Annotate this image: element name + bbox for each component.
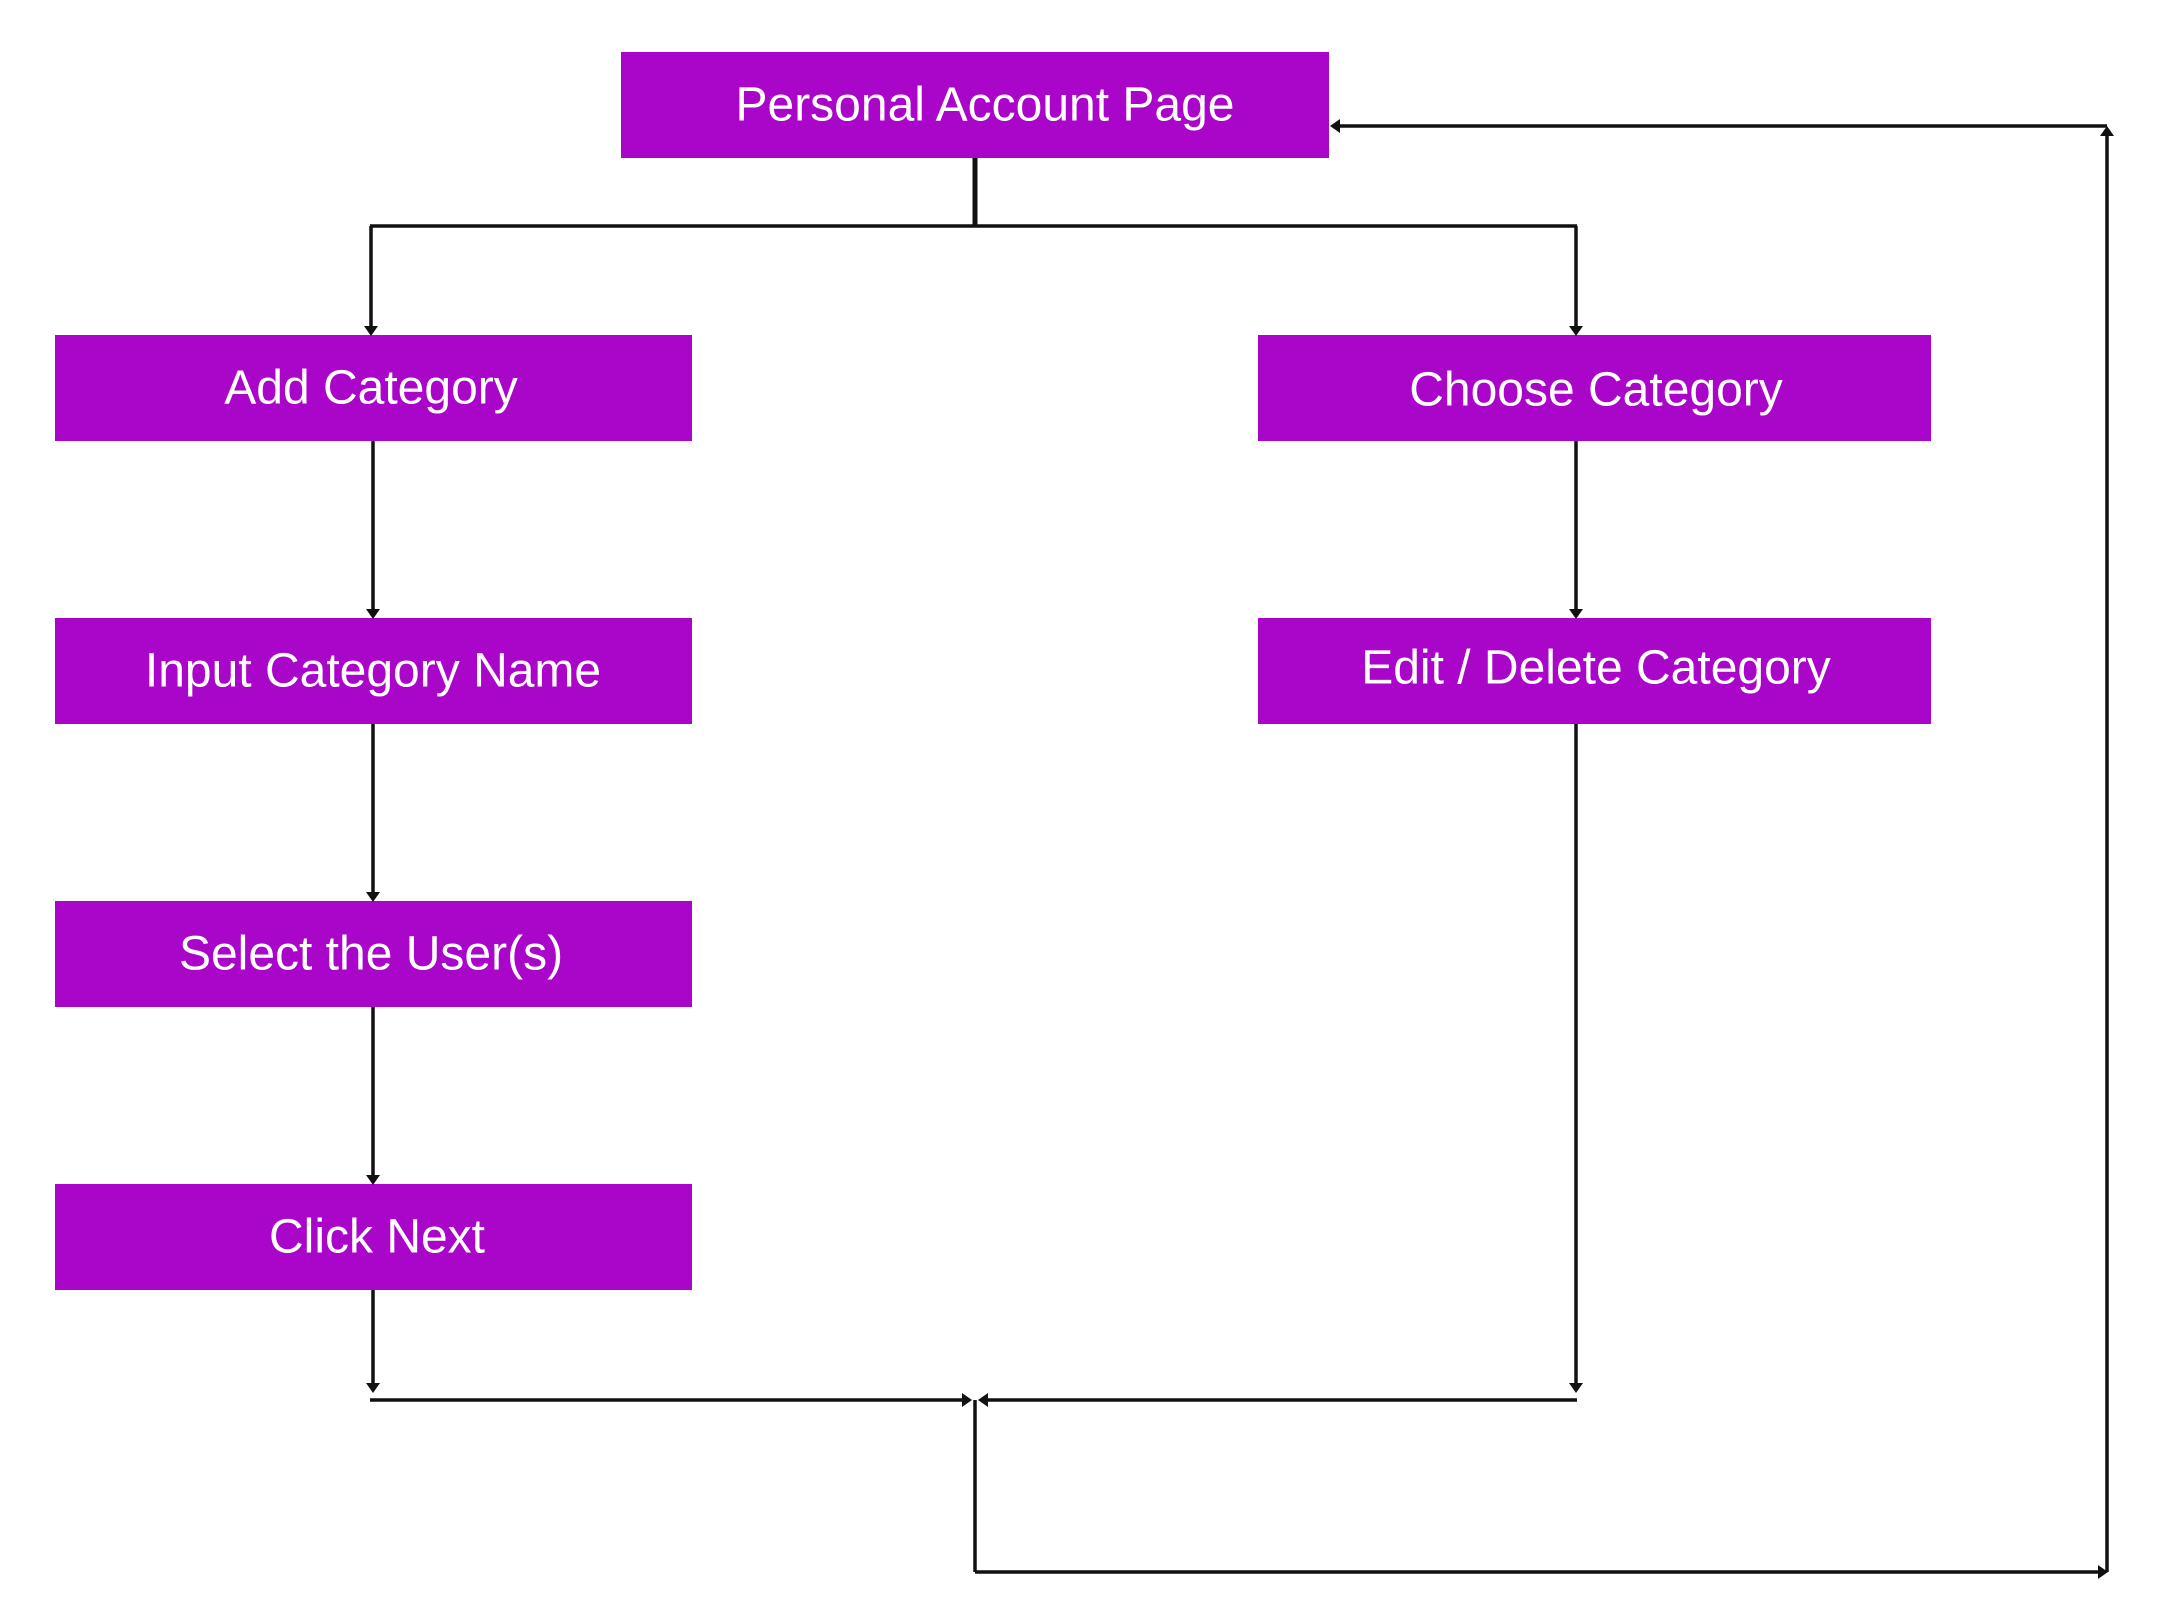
arrowhead-click-next-down: [366, 1383, 380, 1393]
node-edit-delete-category: Edit / Delete Category: [1258, 618, 1931, 724]
arrowhead-loop-up: [2100, 126, 2114, 136]
connector-top-split: [364, 158, 1583, 336]
arrowhead-loop-bottom-right: [2098, 1565, 2108, 1579]
node-personal-account-page: Personal Account Page: [621, 52, 1329, 158]
arrowhead-to-choose-category: [1569, 326, 1583, 336]
node-personal-account-page-label: Personal Account Page: [735, 79, 1234, 132]
node-select-users: Select the User(s): [55, 901, 692, 1007]
arrowhead-to-add-category: [364, 326, 378, 336]
arrowhead-merge-left: [962, 1393, 972, 1407]
connector-left-column: [366, 441, 380, 1393]
arrowhead-to-personal-account-page: [1330, 119, 1340, 133]
node-add-category: Add Category: [55, 335, 692, 441]
node-choose-category-label: Choose Category: [1409, 364, 1783, 417]
node-input-category-name-label: Input Category Name: [145, 645, 601, 698]
connector-merge-loop: [370, 119, 2114, 1579]
arrowhead-edit-delete-down: [1569, 1383, 1583, 1393]
node-add-category-label: Add Category: [224, 362, 518, 415]
connector-right-column: [1569, 441, 1583, 1393]
arrowhead-to-select-users: [366, 892, 380, 902]
node-click-next-label: Click Next: [269, 1211, 485, 1264]
node-choose-category: Choose Category: [1258, 335, 1931, 441]
node-select-users-label: Select the User(s): [179, 928, 563, 981]
arrowhead-to-click-next: [366, 1175, 380, 1185]
node-input-category-name: Input Category Name: [55, 618, 692, 724]
arrowhead-to-input-category-name: [366, 609, 380, 619]
node-click-next: Click Next: [55, 1184, 692, 1290]
node-edit-delete-category-label: Edit / Delete Category: [1361, 642, 1831, 695]
arrowhead-to-edit-delete-category: [1569, 609, 1583, 619]
arrowhead-merge-right: [978, 1393, 988, 1407]
